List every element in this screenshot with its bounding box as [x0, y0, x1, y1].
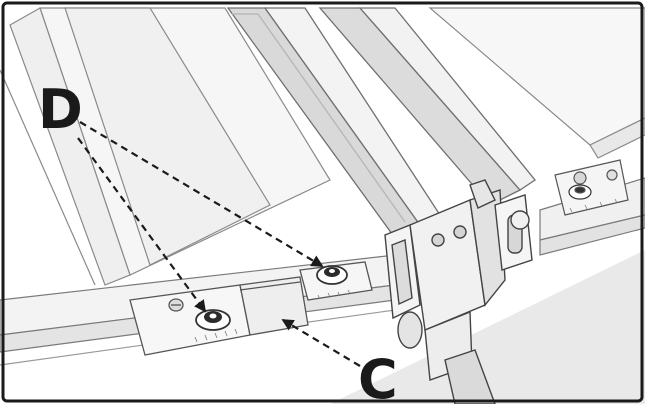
knob-screw-right: [316, 265, 348, 285]
label-c: C: [358, 348, 398, 404]
table-extension-panel: [0, 7, 331, 286]
far-right-bracket: [554, 159, 629, 216]
knob-screw-left: [195, 309, 231, 331]
floor-area: [330, 250, 645, 404]
callout-c-arrow: [281, 319, 361, 367]
rip-fence-rail: [226, 7, 536, 239]
callout-d-arrows: [77, 121, 324, 313]
right-table-surface: [428, 7, 645, 159]
fence-clamp: [384, 179, 533, 404]
label-d: D: [38, 78, 83, 141]
arrow-d-to-right-knob: [79, 121, 324, 267]
